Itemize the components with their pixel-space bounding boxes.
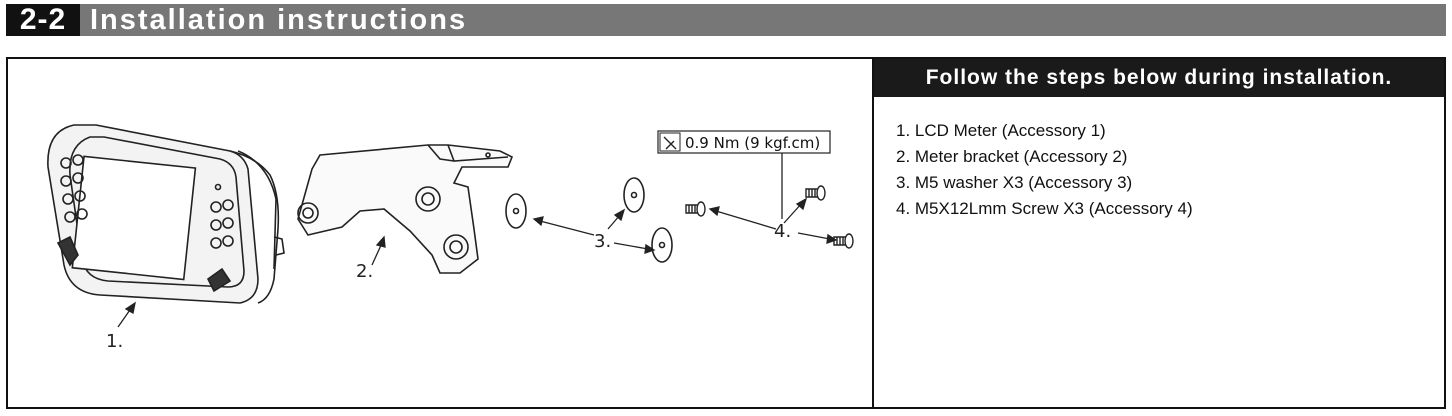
callout-arrows [117, 147, 838, 328]
callout-label-bracket: 2. [356, 261, 373, 282]
instructions-frame: 0.9 Nm (9 kgf.cm) 1. 2. 3. 4. Follow the… [6, 57, 1446, 409]
section-number: 2-2 [6, 4, 80, 36]
washers-illustration [505, 177, 673, 263]
step-item: 3. M5 washer X3 (Accessory 3) [896, 173, 1133, 192]
torque-wrench-icon [663, 136, 677, 150]
screws-illustration [685, 185, 854, 249]
section-title: Installation instructions [90, 4, 468, 36]
section-header-bar: 2-2 Installation instructions [6, 4, 1446, 36]
steps-panel: Follow the steps below during installati… [874, 59, 1444, 407]
steps-list: 1. LCD Meter (Accessory 1) 2. Meter brac… [896, 118, 1193, 222]
torque-spec-text: 0.9 Nm (9 kgf.cm) [685, 134, 820, 152]
step-item: 2. Meter bracket (Accessory 2) [896, 147, 1128, 166]
callout-label-screws: 4. [774, 221, 791, 242]
callout-label-meter: 1. [106, 331, 123, 352]
steps-heading: Follow the steps below during installati… [874, 59, 1444, 97]
torque-spec-box: 0.9 Nm (9 kgf.cm) [657, 130, 831, 154]
step-item: 1. LCD Meter (Accessory 1) [896, 121, 1106, 140]
exploded-diagram-panel: 0.9 Nm (9 kgf.cm) 1. 2. 3. 4. [8, 59, 874, 407]
exploded-diagram: 0.9 Nm (9 kgf.cm) 1. 2. 3. 4. [47, 124, 854, 352]
meter-bracket-illustration [297, 144, 514, 274]
callout-label-washers: 3. [594, 231, 611, 252]
step-item: 4. M5X12Lmm Screw X3 (Accessory 4) [896, 199, 1193, 218]
lcd-meter-illustration [47, 124, 285, 304]
